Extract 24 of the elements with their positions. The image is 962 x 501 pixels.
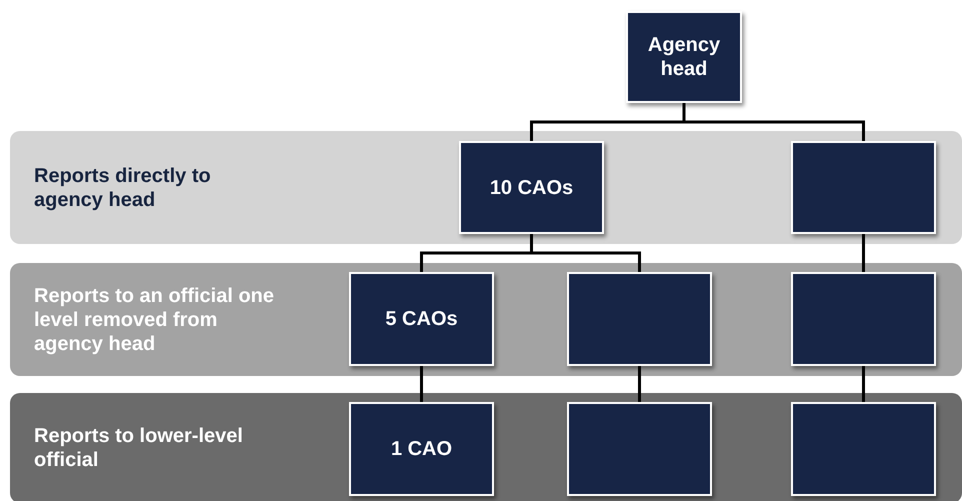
box-label: Agency head — [646, 33, 722, 81]
band-label: Reports to an official one level removed from agency head — [34, 284, 276, 356]
box-label: 1 CAO — [390, 437, 452, 461]
org-box — [459, 141, 604, 234]
org-box — [567, 402, 712, 496]
org-box — [567, 272, 712, 366]
org-box — [791, 141, 936, 234]
box-label: 10 CAOs — [490, 176, 574, 200]
band-label: Reports directly to agency head — [34, 164, 212, 212]
connector-line — [862, 234, 865, 272]
org-box — [626, 11, 742, 103]
band-label: Reports to lower-level official — [34, 424, 244, 473]
level-band — [10, 263, 962, 376]
connector-line — [420, 366, 423, 402]
org-box — [349, 402, 494, 496]
level-band — [10, 131, 962, 244]
connector-line — [862, 366, 865, 402]
org-box — [791, 272, 936, 366]
box-label: 5 CAOs — [385, 307, 458, 331]
connector-line — [638, 366, 641, 402]
level-band — [10, 393, 962, 501]
connector-line — [682, 103, 865, 141]
org-box — [791, 402, 936, 496]
org-box — [349, 272, 494, 366]
